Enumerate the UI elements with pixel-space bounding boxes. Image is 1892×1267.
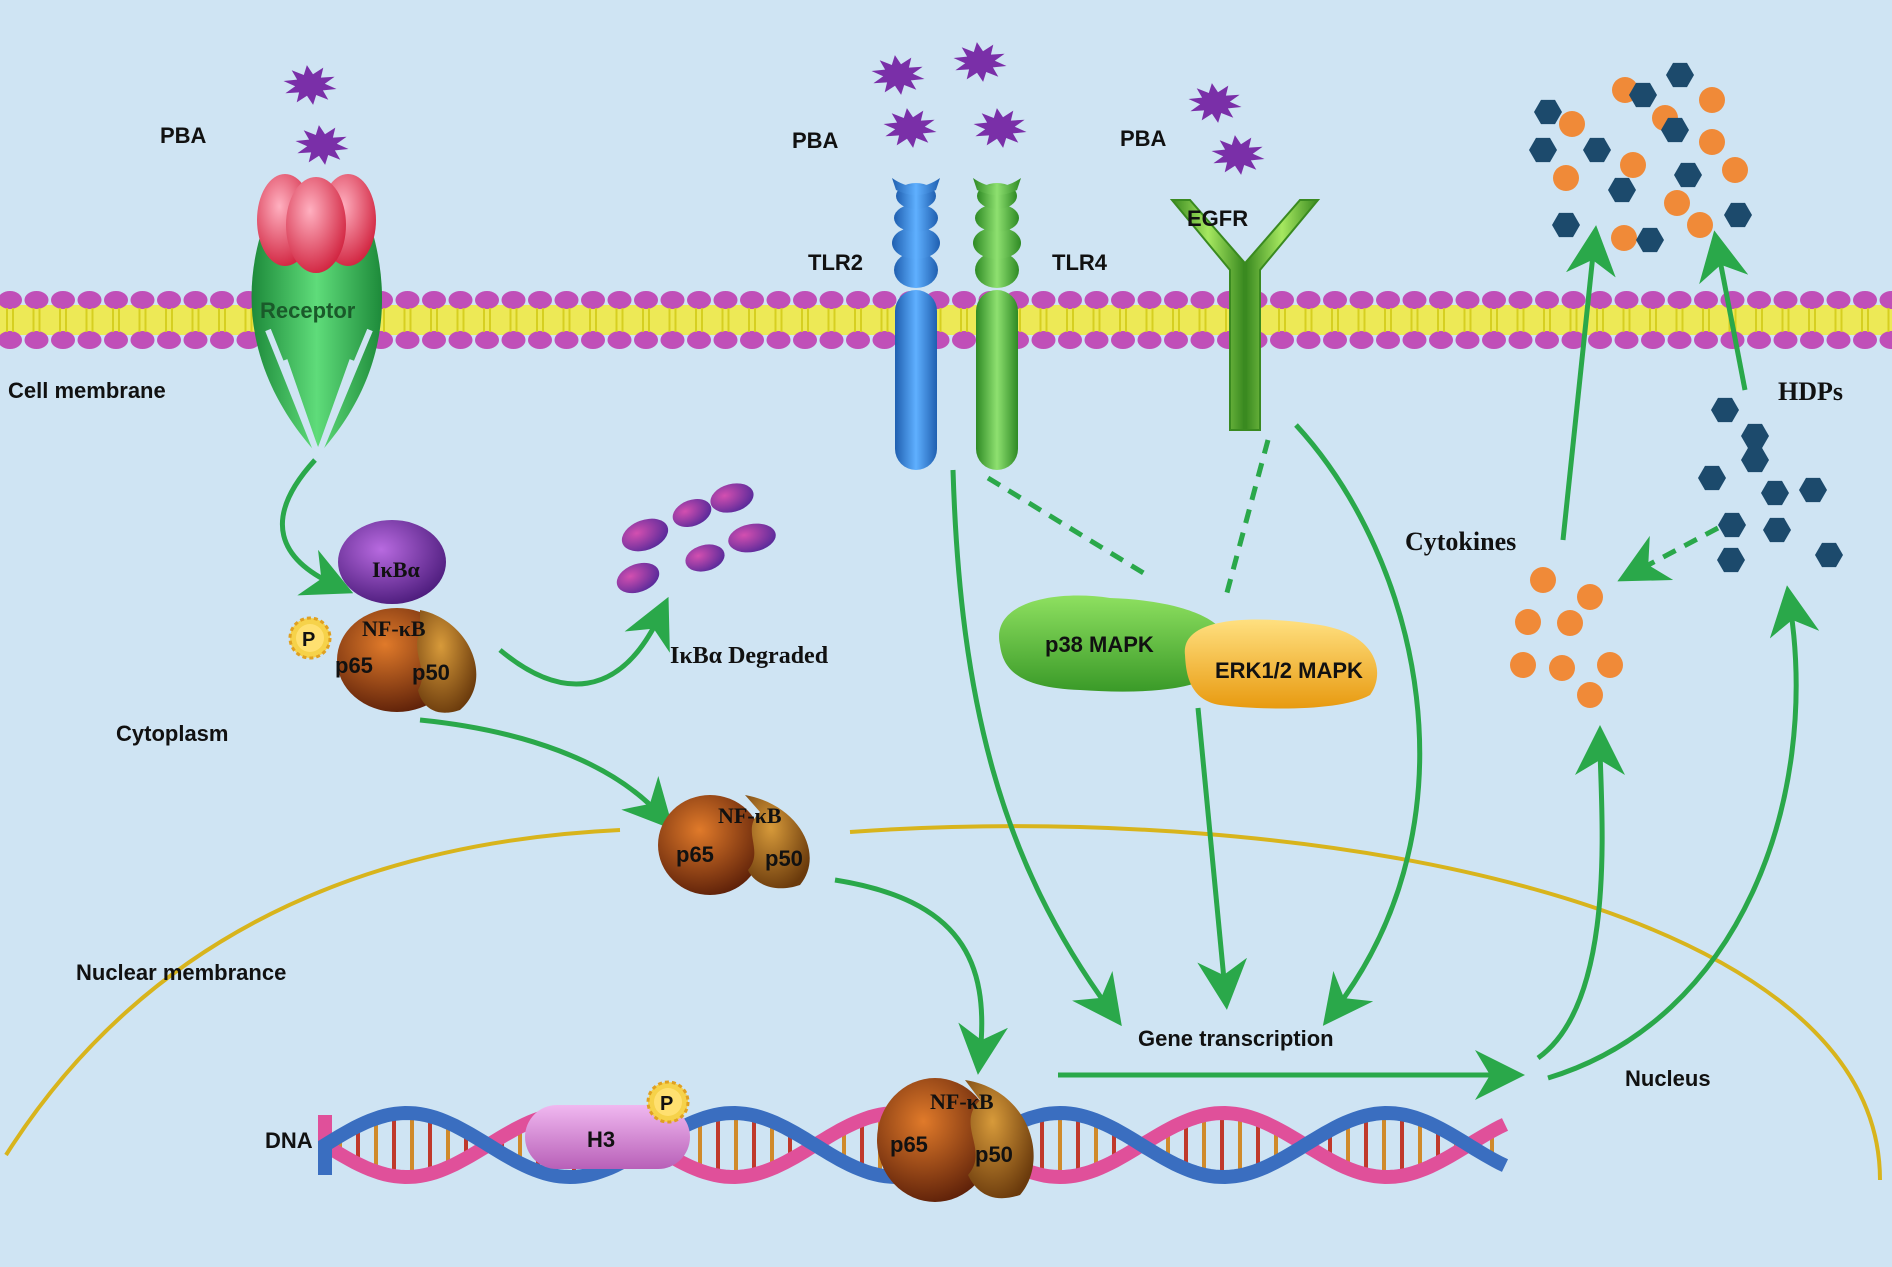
pba-molecule	[883, 108, 937, 148]
nucleus-label: Nucleus	[1625, 1066, 1711, 1091]
mapk-proteins	[999, 595, 1378, 709]
p65-label-1: p65	[335, 653, 373, 678]
hdp-particle	[1698, 465, 1726, 491]
nuclear-membrane-label: Nuclear membrance	[76, 960, 286, 985]
hdps-label: HDPs	[1778, 377, 1843, 406]
pba-molecule	[1188, 83, 1242, 123]
h3-label: H3	[587, 1127, 615, 1152]
hdp-particle	[1763, 517, 1791, 543]
pba-molecule	[953, 42, 1007, 82]
cytokine-particle	[1549, 655, 1575, 681]
phospho-badge	[646, 1080, 690, 1124]
hdp-particle	[1815, 542, 1843, 568]
erk-label: ERK1/2 MAPK	[1215, 658, 1363, 683]
nfkb-dna-bound	[877, 1078, 1034, 1202]
p65-label-3: p65	[890, 1132, 928, 1157]
hdp-particle	[1583, 137, 1611, 163]
cytokine-particle	[1577, 682, 1603, 708]
hdp-particle	[1711, 397, 1739, 423]
cell-membrane-label: Cell membrane	[8, 378, 166, 403]
tlr2-label: TLR2	[808, 250, 863, 275]
p50-label-3: p50	[975, 1142, 1013, 1167]
ikba-degraded-label: IκBα Degraded	[670, 643, 829, 669]
hdp-particle	[1741, 423, 1769, 449]
ikba-nfkb-complex	[288, 520, 477, 713]
hdp-particle	[1529, 137, 1557, 163]
dna-label: DNA	[265, 1128, 313, 1153]
cytokine-particle	[1597, 652, 1623, 678]
hdp-particle	[1724, 202, 1752, 228]
cytokine-particle	[1510, 652, 1536, 678]
pba-molecule	[295, 125, 349, 165]
phospho-badge	[288, 616, 332, 660]
p65-label-2: p65	[676, 842, 714, 867]
pba-label-3: PBA	[1120, 126, 1167, 151]
cytokines-label: Cytokines	[1405, 527, 1516, 556]
phospho-label-1: P	[302, 629, 315, 651]
nuclear-membrane	[849, 824, 1882, 1181]
cytokine-particle	[1620, 152, 1646, 178]
nfkb-label-3: NF-κB	[930, 1089, 994, 1114]
cytokine-particle	[1722, 157, 1748, 183]
cytokine-particles	[1510, 77, 1748, 708]
cytokine-particle	[1553, 165, 1579, 191]
hdp-particle	[1534, 99, 1562, 125]
hdp-particle	[1629, 82, 1657, 108]
cytokine-particle	[1699, 87, 1725, 113]
cytokine-particle	[1611, 225, 1637, 251]
dashed-arrows	[986, 439, 1720, 601]
p38-label: p38 MAPK	[1045, 632, 1154, 657]
phospho-label-2: P	[660, 1093, 673, 1115]
signal-arrows	[279, 225, 1820, 1100]
p50-label-1: p50	[412, 660, 450, 685]
nfkb-label-1: NF-κB	[362, 616, 426, 641]
gene-transcription-label: Gene transcription	[1138, 1026, 1334, 1051]
nfkb-translocating	[658, 795, 810, 895]
cytokine-particle	[1515, 609, 1541, 635]
pba-molecule	[973, 108, 1027, 148]
cytokine-particle	[1699, 129, 1725, 155]
cytokine-particle	[1664, 190, 1690, 216]
cytokine-particle	[1557, 610, 1583, 636]
hdp-particle	[1661, 117, 1689, 143]
cytokine-particle	[1559, 111, 1585, 137]
hdp-particle	[1666, 62, 1694, 88]
hdp-particle	[1674, 162, 1702, 188]
receptor-label: Receptor	[260, 298, 356, 323]
cytokine-particle	[1577, 584, 1603, 610]
histone-h3	[525, 1080, 690, 1169]
p50-label-2: p50	[765, 846, 803, 871]
pba-molecule	[871, 55, 925, 95]
hdp-particle	[1717, 547, 1745, 573]
hdp-particle	[1799, 477, 1827, 503]
ikba-label: IκBα	[372, 557, 420, 582]
hdp-particle	[1761, 480, 1789, 506]
cytokine-particle	[1687, 212, 1713, 238]
hdp-particle	[1608, 177, 1636, 203]
hdp-particle	[1552, 212, 1580, 238]
tlr4-receptor	[973, 178, 1021, 470]
pba-molecule	[283, 65, 337, 105]
hdp-particle	[1718, 512, 1746, 538]
hdp-particles	[1529, 62, 1843, 573]
ikba-degraded-fragments	[616, 483, 776, 594]
tlr4-label: TLR4	[1052, 250, 1108, 275]
pba-label-2: PBA	[792, 128, 839, 153]
tlr2-receptor	[892, 178, 940, 470]
egfr-receptor	[1169, 199, 1321, 431]
nfkb-label-2: NF-κB	[718, 803, 782, 828]
egfr-label: EGFR	[1187, 206, 1248, 231]
pba-label-1: PBA	[160, 123, 207, 148]
pba-molecule	[1211, 135, 1265, 175]
nuclear-membrane	[4, 828, 621, 1157]
pba-ligands	[283, 42, 1265, 175]
hdp-particle	[1741, 447, 1769, 473]
cytokine-particle	[1530, 567, 1556, 593]
cytoplasm-label: Cytoplasm	[116, 721, 228, 746]
hdp-particle	[1636, 227, 1664, 253]
receptor-protein	[251, 174, 383, 463]
